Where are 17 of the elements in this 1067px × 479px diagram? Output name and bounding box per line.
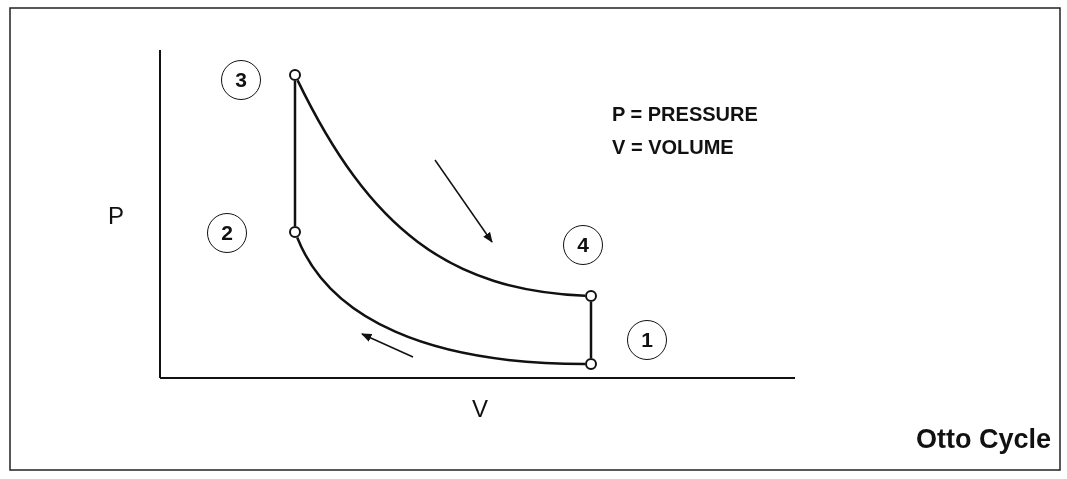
- state-point: [585, 290, 597, 302]
- state-number: 4: [563, 225, 603, 265]
- process-curve: [296, 237, 586, 366]
- state-point: [585, 358, 597, 370]
- key-text: P = PRESSURE: [612, 103, 758, 126]
- key-text: V = VOLUME: [612, 136, 734, 159]
- axis-label: P: [108, 202, 124, 230]
- process-curve: [293, 81, 297, 226]
- process-curve: [589, 302, 593, 358]
- axis-label: V: [472, 395, 488, 423]
- diagram-caption: Otto Cycle: [915, 424, 1051, 455]
- state-number: 2: [207, 213, 247, 253]
- state-point: [289, 226, 301, 238]
- state-number: 1: [627, 320, 667, 360]
- state-number: 3: [221, 60, 261, 100]
- process-curve: [296, 79, 586, 297]
- state-point: [289, 69, 301, 81]
